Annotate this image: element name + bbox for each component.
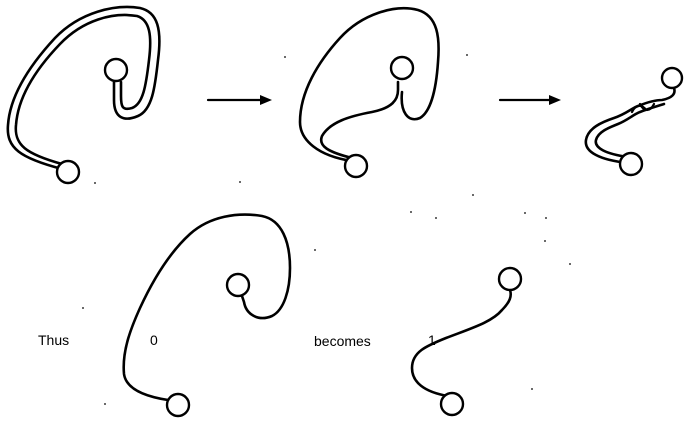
stage-2-top-ball	[391, 57, 413, 79]
stage-4-bottom-ball	[167, 394, 189, 416]
arrow-1	[208, 95, 272, 105]
stage-1-outer-strand	[8, 7, 160, 169]
arrow-2-head	[549, 95, 561, 105]
stage-2-separating-strand	[300, 8, 439, 177]
stage-5-strand	[412, 290, 511, 396]
stage-1-doubled-strand	[8, 7, 160, 183]
arrow-1-head	[260, 95, 272, 105]
stage-2-inner-strand	[321, 82, 398, 158]
stage-3-top-ball	[662, 68, 682, 88]
caption-thus: Thus	[38, 333, 69, 347]
stage-3-outer-strand	[586, 88, 675, 163]
stage-1-top-ball	[105, 59, 127, 81]
stage-5-top-ball	[499, 268, 521, 290]
caption-one-label: 1	[428, 333, 436, 347]
stage-1-inner-strand	[16, 15, 150, 164]
stage-4-loop-strand	[124, 215, 290, 400]
stage-1-bottom-ball	[57, 161, 79, 183]
stage-2-bottom-ball	[345, 155, 367, 177]
caption-zero-label: 0	[150, 333, 158, 347]
stage-5-bottom-ball	[441, 393, 463, 415]
stage-4-top-ball	[227, 274, 249, 296]
stage-4-zero-strand	[124, 215, 290, 416]
scan-specks	[82, 54, 571, 405]
stage-3-inner-strand	[596, 104, 664, 157]
stage-3-bottom-ball	[620, 153, 642, 175]
arrow-2	[500, 95, 561, 105]
stage-3-twisted-strand	[586, 68, 682, 175]
caption-becomes: becomes	[314, 334, 371, 348]
